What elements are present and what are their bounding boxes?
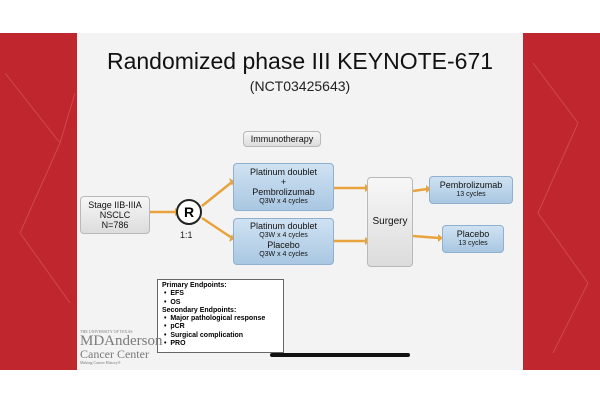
- endpoint-item: • OS: [164, 298, 181, 306]
- right-red-panel: [523, 33, 600, 370]
- population-box: Stage IIB-IIIA NSCLC N=786: [80, 196, 150, 234]
- arm2-line3: Placebo: [267, 240, 300, 250]
- arrow-surgery-to-adj2: [412, 234, 440, 240]
- endpoint-item: • PRO: [164, 340, 186, 348]
- adj2-cycles: 13 cycles: [458, 240, 488, 247]
- endpoint-item: • Surgical complication: [164, 331, 244, 339]
- adj2-drug: Placebo: [456, 229, 490, 239]
- logo-top: THE UNIVERSITY OF TEXAS: [80, 329, 133, 334]
- adjuvant-pembrolizumab-box: Pembrolizumab 13 cycles: [429, 176, 513, 204]
- arm1-line3: Pembrolizumab: [252, 187, 315, 197]
- immunotherapy-label: Immunotherapy: [243, 131, 321, 147]
- arm1-line2: +: [280, 177, 287, 187]
- randomization-circle: R: [176, 199, 202, 225]
- network-decoration: [4, 72, 76, 304]
- primary-endpoints-header: Primary Endpoints:: [162, 282, 227, 289]
- arrow-r-to-arm2: [201, 216, 233, 240]
- network-decoration: [532, 62, 589, 354]
- secondary-endpoints-header: Secondary Endpoints:: [162, 306, 237, 314]
- md-anderson-logo: THE UNIVERSITY OF TEXAS MDAnderson Cance…: [80, 329, 163, 366]
- video-progress-bar[interactable]: [270, 353, 410, 357]
- endpoint-item: • Major pathological response: [164, 315, 266, 323]
- endpoint-item: • EFS: [164, 290, 184, 298]
- logo-line1: MDAnderson: [80, 333, 163, 349]
- population-n: N=786: [101, 220, 129, 230]
- logo-line2: Cancer Center: [80, 347, 149, 361]
- endpoints-box: Primary Endpoints: • EFS • OS Secondary …: [157, 279, 284, 353]
- arm2-line2: Q3W x 4 cycles: [259, 232, 308, 239]
- slide-subtitle: (NCT03425643): [249, 78, 351, 94]
- arm2-line1: Platinum doublet: [249, 221, 318, 231]
- surgery-box: Surgery: [367, 177, 413, 267]
- left-red-panel: [0, 33, 77, 370]
- arm1-box: Platinum doublet + Pembrolizumab Q3W x 4…: [233, 163, 334, 211]
- randomization-ratio: 1:1: [180, 230, 193, 240]
- adj1-drug: Pembrolizumab: [439, 180, 503, 190]
- arm1-line4: Q3W x 4 cycles: [259, 198, 308, 205]
- population-stage: Stage IIB-IIIA: [88, 200, 142, 210]
- arrow-surgery-to-adj1: [412, 187, 428, 193]
- slide-title: Randomized phase III KEYNOTE-671: [106, 48, 494, 74]
- endpoint-item: • pCR: [164, 323, 185, 331]
- adj1-cycles: 13 cycles: [456, 191, 486, 198]
- arm2-box: Platinum doublet Q3W x 4 cycles Placebo …: [233, 218, 334, 265]
- arm1-line1: Platinum doublet: [249, 167, 318, 177]
- population-disease: NSCLC: [99, 210, 131, 220]
- arm2-line4: Q3W x 4 cycles: [259, 251, 308, 258]
- adjuvant-placebo-box: Placebo 13 cycles: [442, 225, 504, 253]
- arrow-r-to-arm1: [201, 181, 233, 207]
- logo-tagline: Making Cancer History®: [80, 360, 121, 365]
